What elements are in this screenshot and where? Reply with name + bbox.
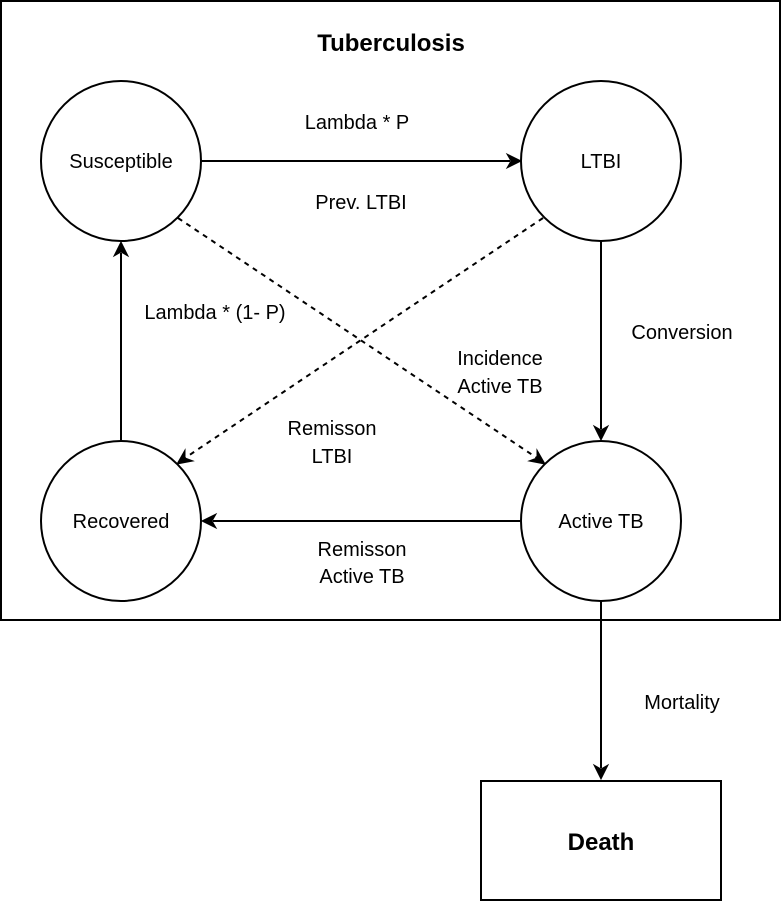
diagram-title: Tuberculosis (317, 30, 465, 57)
edge-active-tb-to-recovered (200, 512, 520, 530)
node-active-tb: Active TB (520, 440, 682, 602)
edge-susceptible-to-ltbi (201, 152, 523, 170)
node-susceptible: Susceptible (40, 80, 202, 242)
node-recovered: Recovered (40, 440, 202, 602)
edge-label-lambda-p: Lambda * P (305, 112, 410, 134)
arrowhead (200, 512, 218, 530)
node-ltbi: LTBI (520, 80, 682, 242)
arrowhead (527, 448, 546, 465)
edge-label-remission-active-line1: Remisson (318, 539, 407, 561)
edge-label-mortality: Mortality (644, 692, 720, 714)
node-label: Death (568, 829, 635, 856)
node-label: LTBI (581, 151, 622, 173)
edge-label-conversion: Conversion (631, 322, 732, 344)
edge-ltbi-to-active-tb (592, 241, 610, 442)
arrowhead (176, 448, 195, 465)
arrowhead (592, 763, 610, 781)
arrowhead (112, 240, 130, 258)
arrowhead (592, 424, 610, 442)
edge-susceptible-to-active-tb (177, 217, 546, 465)
node-death: Death (480, 780, 722, 901)
edge-label-remission-ltbi-line2: LTBI (312, 446, 353, 468)
node-label: Susceptible (69, 151, 172, 173)
edge-recovered-to-susceptible (112, 240, 130, 440)
edge-label-prev-ltbi: Prev. LTBI (315, 192, 407, 214)
edge-label-incidence-line2: Active TB (457, 376, 542, 398)
node-label: Recovered (73, 511, 170, 533)
edge-label-lambda-1-minus-p: Lambda * (1- P) (144, 302, 285, 324)
edge-active-tb-to-death (592, 601, 610, 781)
edge-label-incidence-line1: Incidence (457, 348, 543, 370)
edge-label-remission-ltbi-line1: Remisson (288, 418, 377, 440)
node-label: Active TB (558, 511, 643, 533)
arrowhead (505, 152, 523, 170)
edge-ltbi-to-recovered (176, 217, 544, 465)
edge-label-remission-active-line2: Active TB (319, 566, 404, 588)
